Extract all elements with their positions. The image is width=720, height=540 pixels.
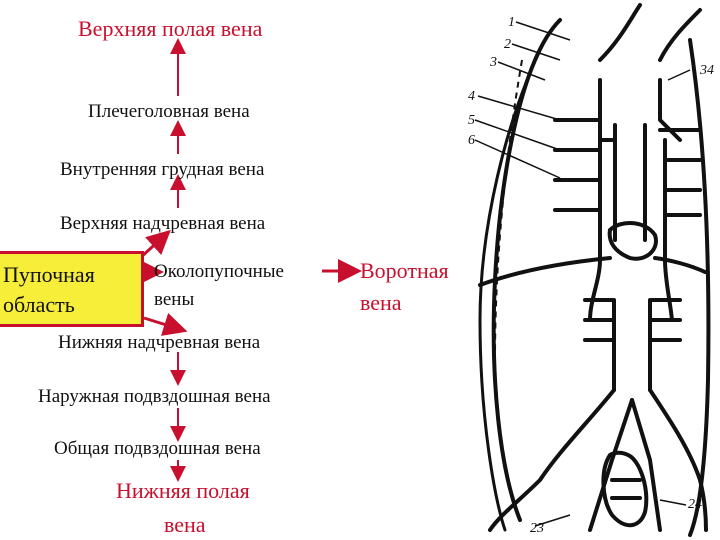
fig-num-4: 4 xyxy=(468,89,475,104)
label-common-iliac-vein: Общая подвздошная вена xyxy=(54,438,261,459)
umbilical-region-box: Пупочная область xyxy=(0,251,144,327)
portal-vein-line2: вена xyxy=(360,290,402,315)
inferior-vena-cava-line1: Нижняя полая xyxy=(116,478,250,503)
portal-vein-line1: Воротная xyxy=(360,258,449,283)
fig-num-5: 5 xyxy=(468,113,475,128)
fig-num-24: 24 xyxy=(688,497,702,512)
fig-num-6: 6 xyxy=(468,133,475,148)
label-paraumbilical-line1: Околопупочные xyxy=(154,261,284,282)
fig-num-3: 3 xyxy=(489,55,497,70)
fig-num-2: 2 xyxy=(504,37,511,52)
superior-vena-cava-title: Верхняя полая вена xyxy=(78,16,263,41)
right-wall-vein xyxy=(688,38,711,537)
fig-num-23: 23 xyxy=(530,521,544,536)
label-paraumbilical-line2: вены xyxy=(154,289,195,310)
inferior-vena-cava-line2: вена xyxy=(164,512,206,537)
fig-num-1: 1 xyxy=(508,15,515,30)
fig-num-34: 34 xyxy=(699,63,714,78)
label-superior-epigastric-vein: Верхняя надчревная вена xyxy=(60,213,266,234)
label-external-iliac-vein: Наружная подвздошная вена xyxy=(38,386,271,407)
arrow-to-inferior-epigastric xyxy=(143,312,188,336)
label-inferior-epigastric-vein: Нижняя надчревная вена xyxy=(58,332,261,353)
label-internal-thoracic-vein: Внутренняя грудная вена xyxy=(60,159,265,180)
umbilical-box-line1: Пупочная xyxy=(3,262,95,287)
umbilical-box-line2: область xyxy=(3,292,75,317)
label-brachiocephalic-vein: Плечеголовная вена xyxy=(88,101,250,122)
